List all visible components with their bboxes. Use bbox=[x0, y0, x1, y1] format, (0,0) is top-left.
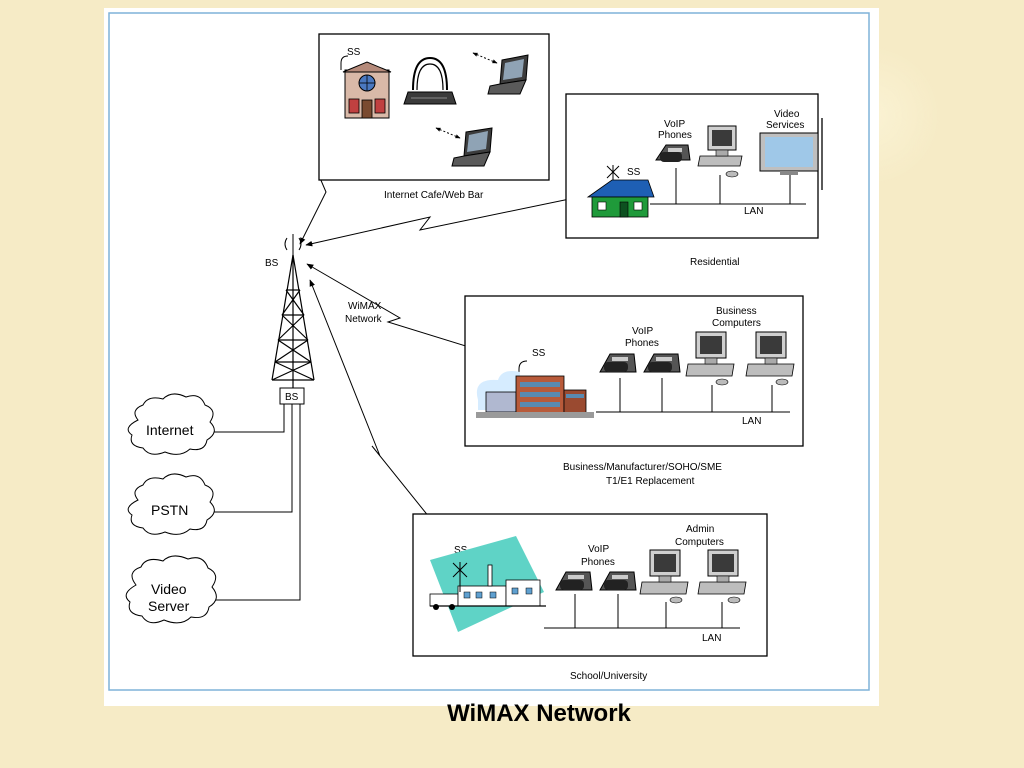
school-phone-icon-1 bbox=[555, 571, 593, 591]
cafe-building-icon bbox=[342, 61, 392, 119]
house-icon bbox=[586, 179, 655, 218]
school-voip-label-2: Phones bbox=[581, 557, 615, 568]
school-voip-label-1: VoIP bbox=[588, 544, 609, 555]
business-voip-label-1: VoIP bbox=[632, 326, 653, 337]
residential-video-label-1: Video bbox=[774, 109, 800, 120]
school-caption: School/University bbox=[570, 671, 647, 682]
business-ss-label: SS bbox=[532, 348, 546, 359]
business-voip-label-2: Phones bbox=[625, 338, 659, 349]
wimax-network-label-1: WiMAX bbox=[348, 301, 382, 312]
residential-voip-label-2: Phones bbox=[658, 130, 692, 141]
school-computer-icon-2 bbox=[697, 549, 747, 604]
figure-frame bbox=[108, 12, 870, 691]
video-server-cloud: Video Server bbox=[125, 555, 217, 624]
residential-lan-lines bbox=[650, 168, 806, 205]
tv-icon bbox=[759, 132, 819, 175]
school-antenna-icon bbox=[452, 562, 468, 592]
pstn-cloud: PSTN bbox=[127, 473, 215, 535]
school-computer-icon-1 bbox=[639, 549, 689, 604]
business-computer-icon-2 bbox=[745, 331, 795, 386]
residential-phone-icon bbox=[655, 144, 691, 162]
business-caption-2: T1/E1 Replacement bbox=[606, 476, 695, 487]
base-station-tower bbox=[271, 254, 315, 388]
laptop-2-signal-arrow bbox=[435, 127, 461, 139]
wimax-network-label-2: Network bbox=[345, 314, 383, 325]
residential-caption: Residential bbox=[690, 257, 739, 268]
cafe-antenna-icon bbox=[340, 55, 349, 70]
residential-computer-icon bbox=[697, 125, 743, 178]
business-lan-lines bbox=[596, 378, 790, 413]
internet-cloud: Internet bbox=[127, 393, 215, 455]
pstn-cloud-label: PSTN bbox=[151, 502, 188, 518]
business-computer-icon-1 bbox=[685, 331, 735, 386]
bs-top-label: BS bbox=[265, 258, 279, 269]
tower-antenna-icon bbox=[284, 234, 302, 255]
school-building-icon bbox=[429, 536, 546, 632]
school-computers-label-1: Admin bbox=[686, 524, 714, 535]
video-server-label-2: Server bbox=[148, 598, 190, 614]
school-ss-label: SS bbox=[454, 545, 468, 556]
business-computers-label-1: Business bbox=[716, 306, 757, 317]
wireless-links bbox=[299, 129, 585, 549]
link-residential bbox=[305, 194, 585, 247]
internet-cloud-label: Internet bbox=[146, 422, 194, 438]
office-building-icon bbox=[476, 371, 594, 418]
internet-cafe-caption: Internet Cafe/Web Bar bbox=[384, 190, 484, 201]
video-server-label-1: Video bbox=[151, 581, 187, 597]
business-caption-1: Business/Manufacturer/SOHO/SME bbox=[563, 462, 722, 473]
bs-wires bbox=[214, 404, 301, 601]
residential-lan-label: LAN bbox=[744, 206, 763, 217]
laptop-icon-2 bbox=[451, 127, 493, 167]
school-lan-lines bbox=[544, 594, 740, 629]
business-computers-label-2: Computers bbox=[712, 318, 761, 329]
bs-box-label: BS bbox=[285, 392, 299, 403]
residential-video-label-2: Services bbox=[766, 120, 804, 131]
residential-ss-label: SS bbox=[627, 167, 641, 178]
internet-cafe-ss-label: SS bbox=[347, 47, 361, 58]
slide-title: WiMAX Network bbox=[447, 700, 631, 727]
laptop-1-signal-arrow bbox=[472, 52, 498, 64]
school-lan-label: LAN bbox=[702, 633, 721, 644]
business-lan-label: LAN bbox=[742, 416, 761, 427]
link-school bbox=[309, 279, 455, 549]
school-computers-label-2: Computers bbox=[675, 537, 724, 548]
wireless-router-icon bbox=[403, 56, 457, 105]
school-phone-icon-2 bbox=[599, 571, 637, 591]
network-diagram: BS BS Internet PSTN Video Server WiMAX N… bbox=[108, 12, 870, 691]
business-phone-icon-2 bbox=[643, 353, 681, 373]
residential-voip-label-1: VoIP bbox=[664, 119, 685, 130]
network-diagram-figure: BS BS Internet PSTN Video Server WiMAX N… bbox=[104, 8, 879, 706]
laptop-icon-1 bbox=[487, 54, 529, 95]
business-phone-icon-1 bbox=[599, 353, 637, 373]
